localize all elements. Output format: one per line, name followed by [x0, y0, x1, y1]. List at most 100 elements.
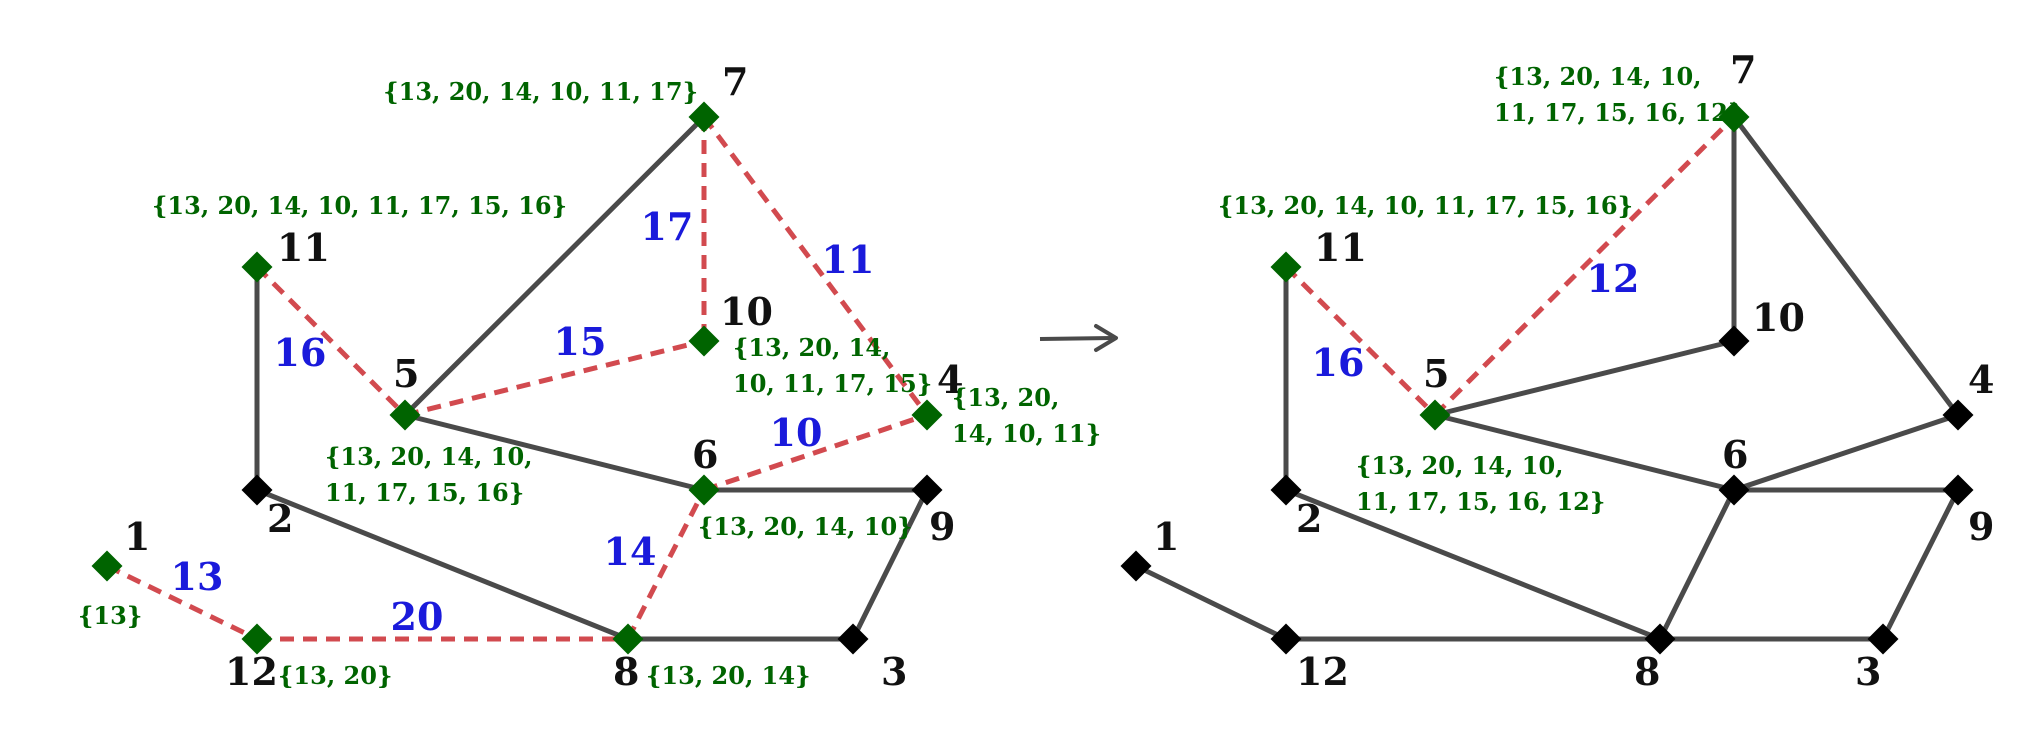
right-node-9: [1942, 474, 1974, 506]
left-edge-1-12: [105, 563, 259, 642]
left-node-label-9: 9: [929, 504, 955, 549]
right-node-3: [1867, 623, 1899, 655]
left-node-label-7: 7: [722, 59, 748, 104]
left-set-label-10-line-1: 10, 11, 17, 15}: [733, 369, 932, 398]
right-node-12: [1270, 623, 1302, 655]
left-node-8: [612, 623, 644, 655]
right-edge-3-9: [1880, 487, 1961, 642]
right-node-1: [1120, 550, 1152, 582]
left-node-6: [688, 474, 720, 506]
left-node-label-5: 5: [393, 351, 419, 396]
left-node-12: [241, 623, 273, 655]
right-node-label-6: 6: [1722, 432, 1748, 477]
right-edge-7-4: [1731, 114, 1961, 418]
right-node-4: [1942, 399, 1974, 431]
left-node-1: [91, 550, 123, 582]
left-edge-weight-12-8: 20: [391, 594, 444, 639]
left-edge-weight-7-4: 11: [822, 237, 875, 282]
left-node-2: [241, 474, 273, 506]
left-set-label-11-line-0: {13, 20, 14, 10, 11, 17, 15, 16}: [152, 191, 567, 220]
right-node-label-12: 12: [1296, 649, 1349, 694]
right-set-label-5-line-1: 11, 17, 15, 16, 12}: [1356, 487, 1605, 516]
right-node-label-9: 9: [1968, 504, 1994, 549]
right-node-label-8: 8: [1634, 649, 1660, 694]
left-node-label-3: 3: [881, 649, 907, 694]
right-node-label-5: 5: [1423, 351, 1449, 396]
left-node-label-10: 10: [720, 289, 773, 334]
right-node-label-4: 4: [1968, 357, 1994, 402]
left-set-label-7-line-0: {13, 20, 14, 10, 11, 17}: [383, 77, 698, 106]
left-set-label-5-line-1: 11, 17, 15, 16}: [325, 478, 524, 507]
right-edge-8-6: [1657, 487, 1737, 642]
right-node-2: [1270, 474, 1302, 506]
left-edge-8-6: [625, 488, 707, 641]
left-node-11: [241, 251, 273, 283]
right-node-10: [1718, 325, 1750, 357]
left-node-label-6: 6: [692, 432, 718, 477]
left-node-label-1: 1: [124, 514, 150, 559]
left-node-label-4: 4: [937, 357, 963, 402]
nodes-layer: [91, 101, 1974, 655]
left-edge-weight-6-4: 10: [770, 410, 823, 455]
left-set-label-12-line-0: {13, 20}: [278, 661, 392, 690]
left-node-4: [911, 399, 943, 431]
right-edge-2-8: [1283, 487, 1663, 642]
left-edge-6-4: [703, 412, 928, 493]
left-edge-weight-11-5: 16: [274, 330, 327, 375]
left-node-7: [688, 101, 720, 133]
right-node-5: [1419, 399, 1451, 431]
left-node-label-12: 12: [225, 649, 278, 694]
right-node-label-1: 1: [1153, 514, 1179, 559]
left-node-label-11: 11: [277, 225, 330, 270]
left-set-label-6-line-0: {13, 20, 14, 10}: [698, 512, 913, 541]
left-node-5: [389, 399, 421, 431]
right-edge-weight-11-5: 16: [1312, 340, 1365, 385]
left-edge-weight-7-10: 17: [641, 204, 694, 249]
right-node-8: [1644, 623, 1676, 655]
left-node-label-2: 2: [267, 496, 293, 541]
right-node-label-2: 2: [1296, 496, 1322, 541]
sets-layer: {13, 20, 14, 10, 11, 17} {13, 20, 14, 10,…: [78, 62, 1743, 690]
left-edge-7-4: [701, 115, 930, 417]
left-node-label-8: 8: [613, 649, 639, 694]
right-edge-11-5: [1284, 265, 1437, 417]
right-set-label-7-line-1: 11, 17, 15, 16, 12}: [1494, 98, 1743, 127]
left-set-label-10-line-0: {13, 20, 14,: [733, 333, 890, 362]
right-node-11: [1270, 251, 1302, 283]
right-set-label-5-line-0: {13, 20, 14, 10,: [1356, 451, 1564, 480]
right-edge-5-6: [1432, 412, 1737, 493]
right-edge-5-7: [1433, 115, 1736, 417]
left-set-label-4-line-1: 14, 10, 11}: [952, 419, 1101, 448]
right-node-label-11: 11: [1314, 225, 1367, 270]
right-set-label-11-line-0: {13, 20, 14, 10, 11, 17, 15, 16}: [1218, 191, 1633, 220]
left-set-label-4-line-0: {13, 20,: [952, 383, 1059, 412]
left-set-label-5-line-0: {13, 20, 14, 10,: [325, 442, 533, 471]
left-edge-weight-8-6: 14: [604, 529, 657, 574]
right-edge-1-12: [1133, 563, 1289, 642]
left-edge-3-9: [850, 487, 930, 642]
right-node-6: [1718, 474, 1750, 506]
left-edge-5-6: [402, 412, 707, 493]
left-node-9: [911, 474, 943, 506]
left-edge-2-8: [254, 487, 631, 642]
right-node-label-7: 7: [1730, 47, 1756, 92]
left-set-label-1-line-0: {13}: [78, 601, 142, 630]
right-node-7: [1718, 101, 1750, 133]
right-edge-weight-5-7: 12: [1587, 256, 1640, 301]
left-edge-5-10: [404, 338, 705, 418]
edges-layer: [105, 114, 1961, 642]
left-node-3: [837, 623, 869, 655]
right-set-label-7-line-0: {13, 20, 14, 10,: [1494, 62, 1702, 91]
right-node-label-10: 10: [1752, 295, 1805, 340]
left-set-label-8-line-0: {13, 20, 14}: [646, 661, 810, 690]
left-edge-11-5: [255, 265, 407, 417]
left-edge-weight-1-12: 13: [171, 554, 224, 599]
right-edge-6-4: [1731, 412, 1961, 493]
right-edge-5-10: [1432, 338, 1737, 418]
left-edge-weight-5-10: 15: [554, 319, 607, 364]
left-edge-7-5: [402, 114, 707, 418]
right-node-label-3: 3: [1855, 649, 1881, 694]
